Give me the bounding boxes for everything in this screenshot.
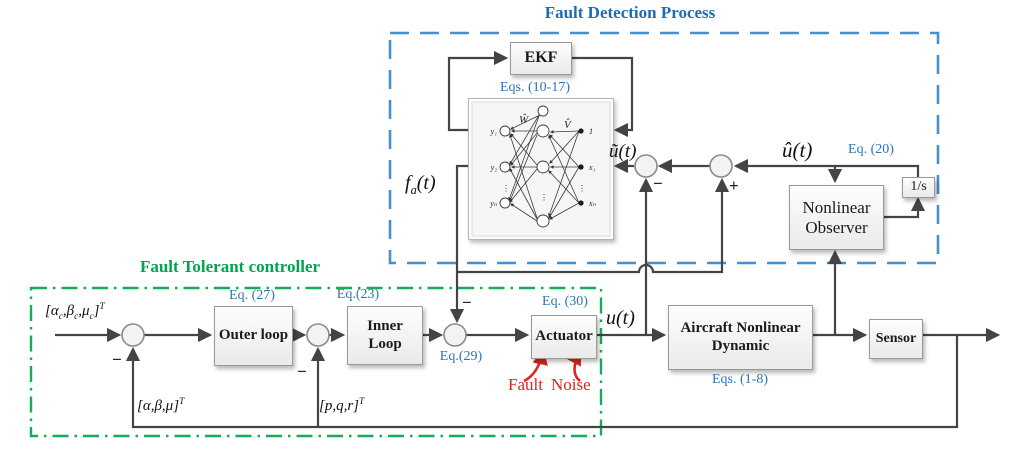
fault-detection-title: Fault Detection Process	[544, 3, 716, 22]
nn-w-label: Ŵ	[519, 113, 529, 126]
wire-feedback-attitude	[125, 335, 959, 429]
svg-text:1: 1	[589, 127, 593, 136]
aircraft-dynamic-block: Aircraft Nonlinear Dynamic	[668, 305, 813, 370]
sum4-minus-sign: −	[653, 174, 663, 193]
eq-label-nn: Eqs. (10-17)	[500, 80, 570, 95]
nn-connections	[508, 114, 580, 222]
sum5-plus-sign: +	[729, 176, 739, 195]
utilde-signal-label: ũ(t)	[609, 141, 637, 162]
fault-detection-region-border	[388, 31, 940, 265]
integrator-block: 1/s	[902, 177, 935, 198]
wire-observer-integrator	[882, 196, 926, 219]
nn-nodes	[499, 105, 550, 228]
command-vector-label: [αc,βc,μc]T	[45, 302, 105, 322]
eq-label-observer: Eq. (20)	[848, 142, 894, 157]
wire-uhat-line	[733, 158, 920, 177]
neural-network-figure: y₁ y₂ yₙ 1 x₁ xₙ Ŵ V̂ ⋮ ⋮ ⋮	[471, 101, 611, 237]
noise-label: Noise	[551, 375, 591, 394]
nn-labels: y₁ y₂ yₙ 1 x₁ xₙ Ŵ V̂ ⋮ ⋮ ⋮	[489, 113, 596, 208]
sum3-junction	[443, 323, 467, 347]
ekf-block: EKF	[510, 42, 572, 75]
sum3-minus-sign: −	[462, 293, 472, 312]
eq-label-outer: Eq. (27)	[229, 288, 275, 303]
sum2-junction	[306, 323, 330, 347]
sum5-junction	[709, 154, 733, 178]
neural-network-box: y₁ y₂ yₙ 1 x₁ xₙ Ŵ V̂ ⋮ ⋮ ⋮	[468, 98, 614, 240]
svg-text:y₂: y₂	[490, 163, 498, 172]
actuator-block: Actuator	[531, 315, 597, 359]
wire-fa-to-sum3	[449, 164, 468, 324]
outer-loop-block: Outer loop	[214, 306, 293, 366]
rate-vector-label: [p,q,r]T	[319, 397, 365, 414]
fa-signal-label: fa(t)	[405, 172, 436, 197]
svg-text:xₙ: xₙ	[588, 199, 597, 208]
u-signal-label: u(t)	[606, 307, 635, 329]
wire-nn-to-ekf	[447, 50, 509, 132]
svg-text:⋮: ⋮	[502, 184, 510, 193]
svg-text:yₙ: yₙ	[489, 199, 498, 208]
eq-label-actuator: Eq. (30)	[542, 294, 588, 309]
eq-label-aircraft: Eqs. (1-8)	[712, 372, 768, 387]
fault-label: Fault	[508, 375, 543, 394]
sensor-block: Sensor	[869, 319, 923, 359]
attitude-vector-label: [α,β,μ]T	[137, 397, 185, 414]
sum2-minus-sign: −	[297, 362, 307, 381]
svg-text:⋮: ⋮	[540, 193, 548, 202]
sum1-junction	[121, 323, 145, 347]
eq-label-sum3: Eq.(29)	[439, 349, 483, 364]
nonlinear-observer-block: Nonlinear Observer	[789, 185, 884, 250]
nn-input-dots	[578, 128, 584, 206]
connectors	[55, 50, 1001, 429]
summing-junctions	[121, 154, 733, 347]
sum4-junction	[634, 154, 658, 178]
inner-loop-block: Inner Loop	[347, 306, 423, 365]
svg-text:y₁: y₁	[490, 127, 498, 136]
wire-ekf-to-nn	[570, 56, 634, 138]
svg-text:x₁: x₁	[588, 163, 596, 172]
fault-tolerant-region-border	[29, 286, 603, 438]
uhat-signal-label: û(t)	[782, 138, 813, 162]
eq-label-inner: Eq.(23)	[336, 287, 380, 302]
fault-tolerant-title: Fault Tolerant controller	[139, 257, 321, 276]
nn-v-label: V̂	[564, 118, 572, 131]
svg-text:⋮: ⋮	[578, 184, 586, 193]
sum1-minus-sign: −	[112, 350, 122, 369]
